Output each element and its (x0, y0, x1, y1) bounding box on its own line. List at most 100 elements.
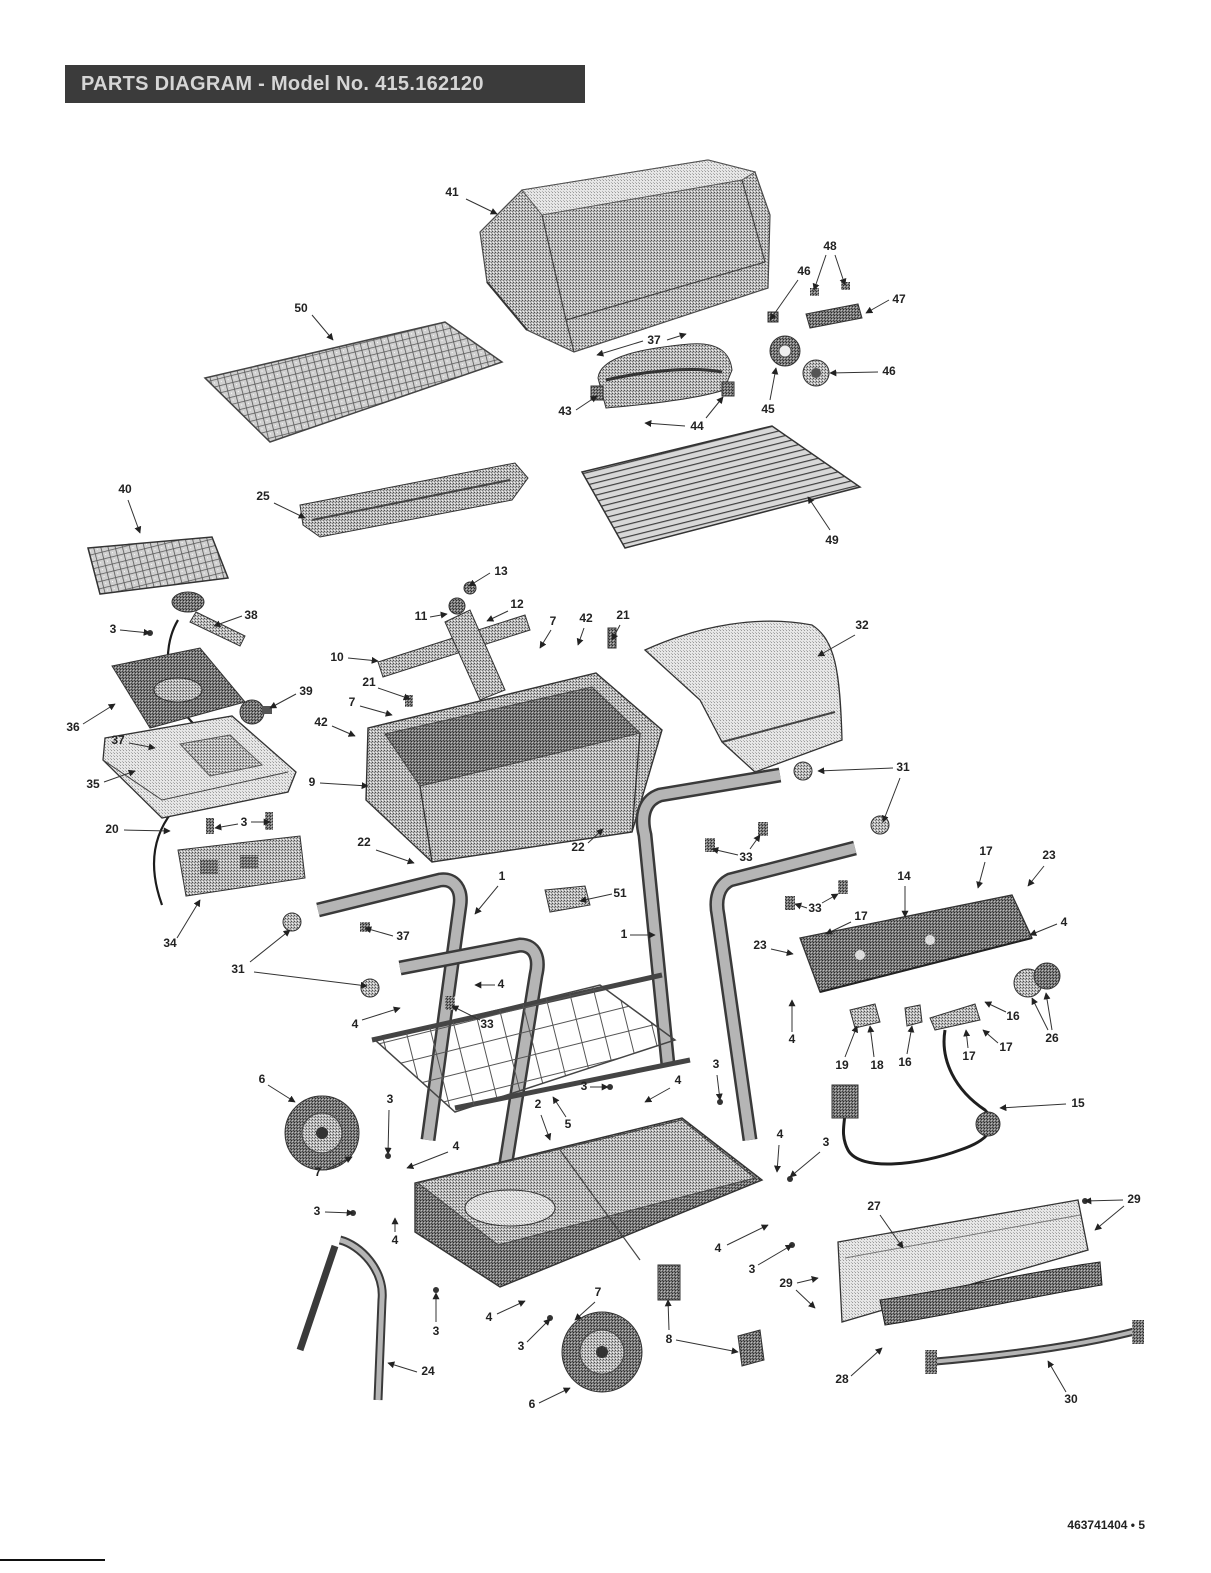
callout-leader-line (578, 628, 584, 645)
part-number-label: 33 (480, 1017, 494, 1031)
callout-leader-line (576, 396, 597, 410)
callout-leader-line (527, 1319, 550, 1342)
callout: 17 (978, 844, 993, 888)
callout-leader-line (835, 255, 845, 285)
part-number-label: 37 (396, 929, 410, 943)
callout-leader-line (907, 1026, 912, 1054)
part-number-label: 50 (294, 301, 308, 315)
part-number-label: 39 (299, 684, 313, 698)
part-number-label: 19 (835, 1058, 849, 1072)
callout-leader-line (469, 573, 490, 586)
part-number-label: 12 (510, 597, 524, 611)
callout: 3 (433, 1293, 440, 1338)
part-number-label: 42 (579, 611, 593, 625)
callout: 2 (535, 1097, 550, 1140)
part-number-label: 38 (244, 608, 258, 622)
part-number-label: 41 (445, 185, 459, 199)
callout-leader-line (983, 1030, 998, 1043)
callout: 43 (558, 396, 597, 418)
callout-leader-line (870, 1026, 874, 1057)
handle-bracket-hardware (768, 282, 862, 328)
part-number-label: 20 (105, 822, 119, 836)
part-number-label: 46 (797, 264, 811, 278)
callout: 16 (898, 1026, 912, 1069)
callout-leader-line (362, 1008, 400, 1020)
callout: 42 (578, 611, 593, 645)
part-number-label: 10 (330, 650, 344, 664)
part-number-label: 33 (808, 901, 822, 915)
part-number-label: 4 (1061, 915, 1068, 929)
part-number-label: 3 (518, 1339, 525, 1353)
callout-leader-line (790, 1152, 820, 1177)
callout-leader-line (360, 706, 392, 715)
lid-handle (591, 344, 734, 408)
lid (480, 160, 770, 352)
part-number-label: 7 (315, 1165, 322, 1179)
callout: 29 (779, 1276, 818, 1308)
part-number-label: 3 (749, 1262, 756, 1276)
part-number-label: 1 (499, 869, 506, 883)
right-side-shelf (645, 621, 842, 772)
callout-leader-line (797, 1278, 818, 1283)
part-number-label: 40 (118, 482, 132, 496)
callout-leader-line (320, 783, 368, 786)
callout: 46 (770, 264, 811, 320)
callout: 14 (897, 869, 911, 917)
callout: 26 (1032, 993, 1059, 1045)
part-number-label: 3 (241, 815, 248, 829)
callout: 3 (790, 1135, 830, 1177)
callout: 10 (330, 650, 378, 664)
callout-leader-line (667, 334, 686, 340)
page-title: PARTS DIAGRAM - Model No. 415.162120 (65, 65, 585, 103)
callout-leader-line (376, 850, 414, 863)
part-number-label: 45 (761, 402, 775, 416)
callout-leader-line (348, 658, 378, 661)
callout-leader-line (706, 397, 723, 418)
callout: 15 (1000, 1096, 1085, 1110)
part-number-label: 46 (882, 364, 896, 378)
callout: 19 (835, 1026, 857, 1072)
part-number-label: 23 (1042, 848, 1056, 862)
callout: 4 (407, 1139, 460, 1168)
callout-leader-line (270, 694, 296, 708)
part-number-label: 3 (314, 1204, 321, 1218)
callout-leader-line (717, 1075, 720, 1100)
part-number-label: 4 (498, 977, 505, 991)
part-number-label: 6 (259, 1072, 266, 1086)
part-number-label: 16 (1006, 1009, 1020, 1023)
grease-cup (545, 886, 590, 912)
callout: 25 (256, 489, 305, 518)
part-number-label: 21 (362, 675, 376, 689)
callout: 37 (365, 928, 410, 943)
callout: 3 (518, 1319, 550, 1353)
callout: 28 (835, 1348, 882, 1386)
callout: 17 (962, 1030, 976, 1063)
callout-leader-line (497, 1301, 525, 1314)
callout-leader-line (332, 726, 355, 736)
callout: 16 (985, 1002, 1020, 1023)
warming-rack (205, 322, 502, 442)
callout-leader-line (1032, 998, 1048, 1030)
callout-leader-line (124, 830, 170, 831)
callout-leader-line (388, 1110, 389, 1154)
callout-leader-line (795, 904, 807, 908)
callout: 33 (795, 894, 838, 915)
callout-leader-line (83, 704, 115, 724)
callout-leader-line (814, 255, 826, 290)
callout: 38 (214, 608, 258, 626)
callout-leader-line (1048, 1361, 1066, 1392)
part-number-label: 42 (314, 715, 328, 729)
callout: 48 (814, 239, 845, 290)
callout-leader-line (250, 930, 290, 962)
callout: 40 (118, 482, 140, 533)
callout: 31 (818, 760, 910, 822)
lid-thermometer (770, 336, 800, 366)
part-number-label: 8 (666, 1332, 673, 1346)
part-number-label: 13 (494, 564, 508, 578)
part-number-label: 4 (789, 1032, 796, 1046)
callout: 6 (529, 1388, 570, 1411)
callout-leader-line (777, 1145, 779, 1172)
callout-leader-line (845, 1026, 857, 1057)
callout: 42 (314, 715, 355, 736)
callout: 4 (1030, 915, 1068, 935)
